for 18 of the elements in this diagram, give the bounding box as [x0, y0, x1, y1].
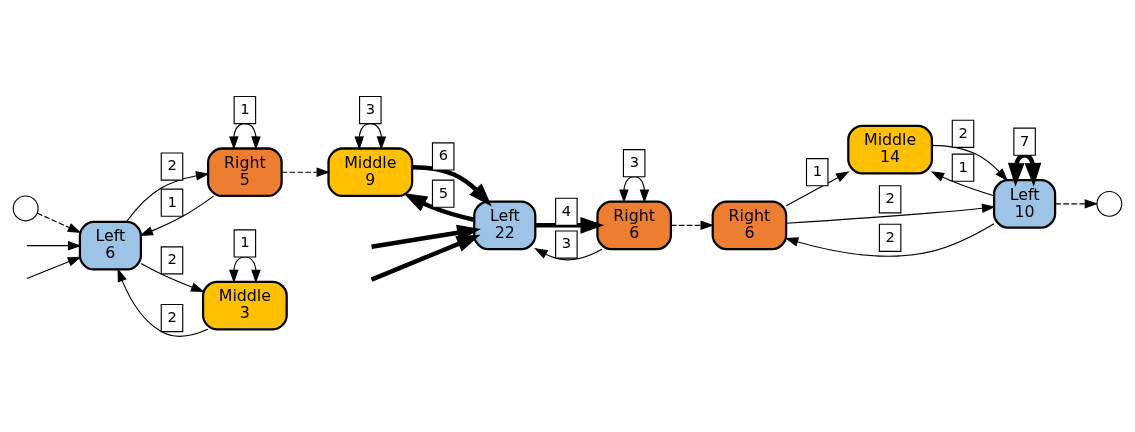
edge-label: 2 — [167, 249, 177, 267]
edge-label: 1 — [240, 99, 250, 117]
edge-label: 1 — [812, 161, 823, 179]
edge-label: 3 — [561, 233, 572, 251]
edge-label: 6 — [438, 145, 449, 163]
edge-label: 1 — [958, 157, 968, 175]
edge-label: 3 — [629, 152, 640, 170]
edge-label: 2 — [885, 227, 895, 245]
edge-label: 4 — [561, 201, 572, 219]
edge-label: 1 — [240, 232, 250, 250]
edge-label: 1 — [167, 192, 177, 210]
edge-label: 2 — [167, 155, 177, 173]
edge-label: 5 — [438, 183, 449, 201]
edge-label: 2 — [885, 188, 895, 206]
edge-label: 2 — [167, 307, 177, 325]
edge-label: 7 — [1020, 131, 1030, 149]
edge-label: 3 — [365, 99, 376, 117]
edge-label: 2 — [958, 123, 968, 141]
